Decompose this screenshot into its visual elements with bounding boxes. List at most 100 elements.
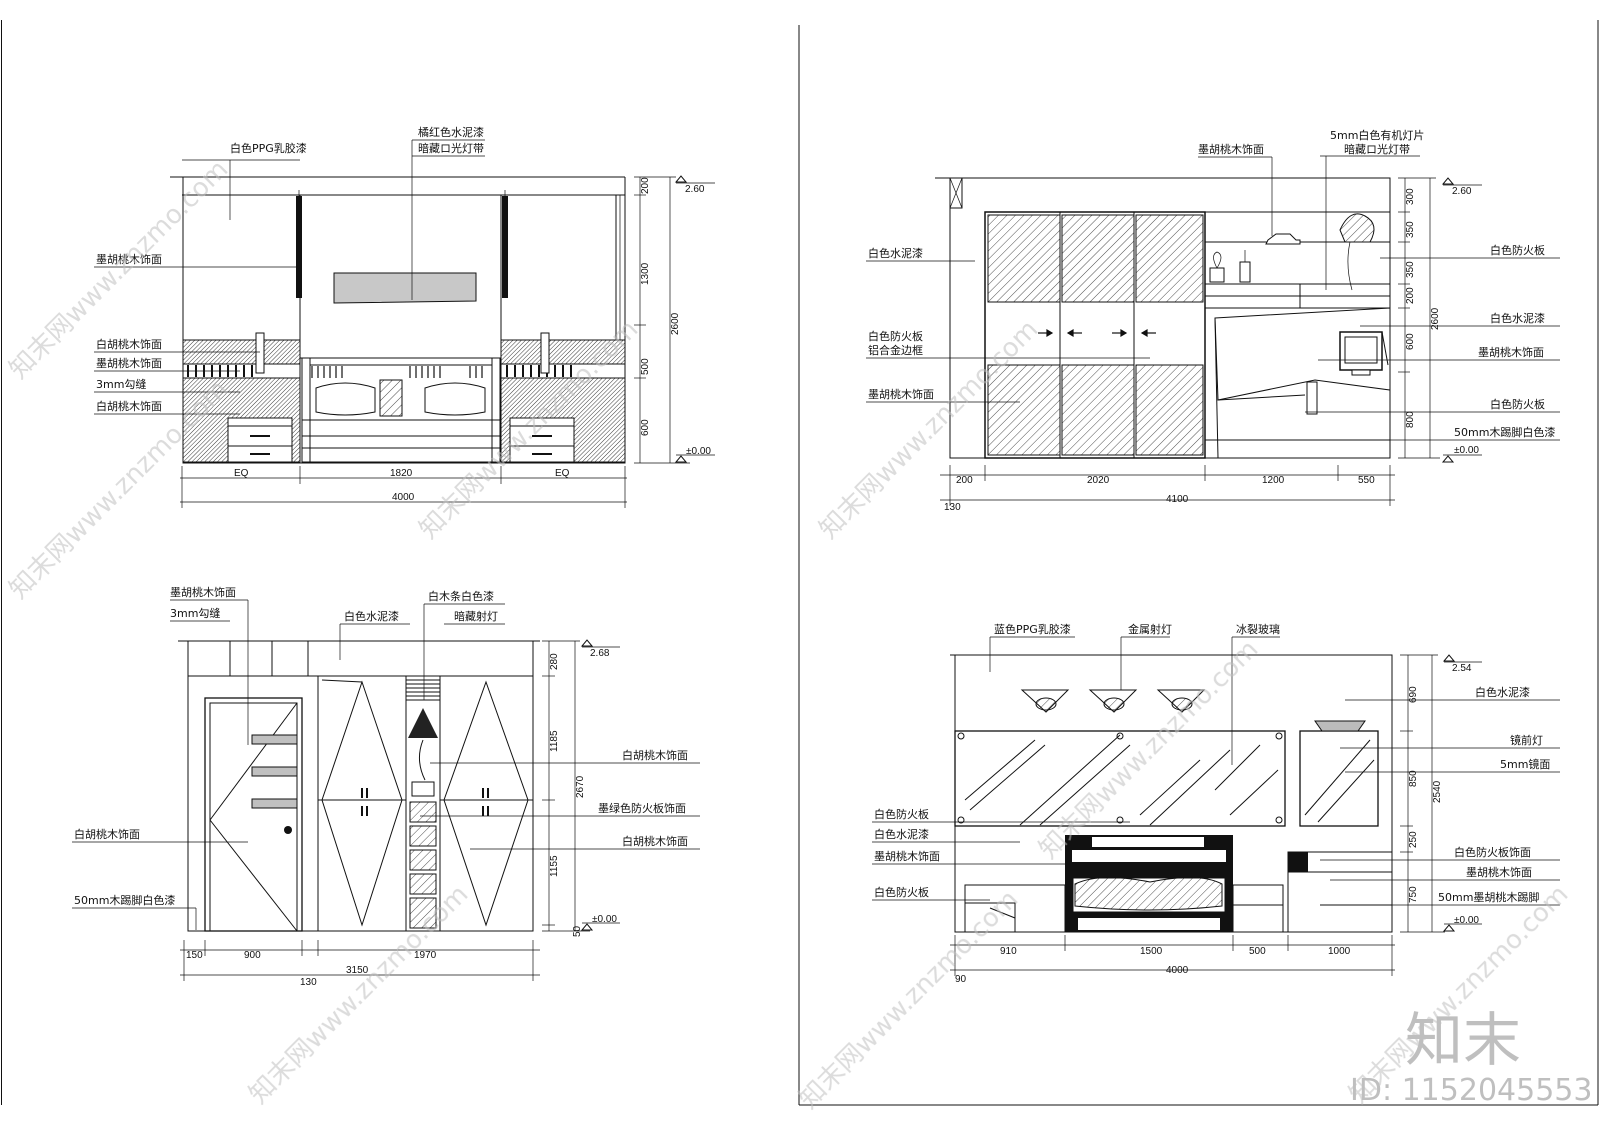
dim-p3-130: 130 xyxy=(300,977,317,988)
level-p2-bottom: ±0.00 xyxy=(1454,445,1479,456)
label-orange-cement-paint: 橘红色水泥漆 xyxy=(418,125,484,139)
label-aluminum-frame: 铝合金边框 xyxy=(868,343,923,357)
label-white-ppg-latex: 白色PPG乳胶漆 xyxy=(230,141,307,155)
door xyxy=(204,697,303,932)
dim-p4-b-500: 500 xyxy=(1249,946,1266,957)
dim-p4-b-1500: 1500 xyxy=(1140,946,1163,957)
label-dark-green-fireboard: 墨绿色防火板饰面 xyxy=(598,801,686,815)
label-p3-white-walnut-r2: 白胡桃木饰面 xyxy=(622,834,688,848)
dim-600: 600 xyxy=(640,419,651,436)
label-p2-walnut-left: 墨胡桃木饰面 xyxy=(868,387,934,401)
dim-p3-1155: 1155 xyxy=(549,855,560,877)
label-p3-white-walnut-left: 白胡桃木饰面 xyxy=(74,827,140,841)
dim-p3-b-1970: 1970 xyxy=(414,950,437,961)
label-p3-walnut-top: 墨胡桃木饰面 xyxy=(170,585,236,599)
panel-3-door-cabinet-elevation: 墨胡桃木饰面 3mm勾缝 白色水泥漆 白木条白色漆 暗藏射灯 白胡桃木饰面 50… xyxy=(72,585,700,988)
dim-p4-250: 250 xyxy=(1408,831,1419,848)
table-lamp xyxy=(408,708,438,738)
pendant-lamp-right xyxy=(502,196,508,298)
cabinet-left xyxy=(317,675,407,932)
dim-p4-2540: 2540 xyxy=(1432,780,1443,803)
label-walnut-veneer-1: 墨胡桃木饰面 xyxy=(96,252,162,266)
dim-p2-350a: 350 xyxy=(1405,221,1416,238)
label-5mm-acrylic: 5mm白色有机灯片 xyxy=(1330,128,1424,142)
label-p4-fireboard-veneer: 白色防火板饰面 xyxy=(1454,845,1531,859)
label-p4-cement-r: 白色水泥漆 xyxy=(1475,685,1530,699)
dim-p3-total: 3150 xyxy=(346,965,369,976)
mirror-lamp xyxy=(1314,720,1366,732)
label-p4-fireboard-2: 白色防火板 xyxy=(874,885,929,899)
dim-p3-2670: 2670 xyxy=(575,775,586,798)
label-5mm-mirror: 5mm镜面 xyxy=(1500,757,1550,771)
dim-p2-b-1200: 1200 xyxy=(1262,475,1285,486)
dim-p2-600: 600 xyxy=(1405,333,1416,350)
label-blue-ppg-latex: 蓝色PPG乳胶漆 xyxy=(994,622,1071,636)
label-p3-skirting: 50mm木踢脚白色漆 xyxy=(74,893,175,907)
watermark-text-7: 知末网www.znzmo.com xyxy=(794,884,1025,1115)
dim-1820: 1820 xyxy=(390,468,413,479)
label-p2-skirting: 50mm木踢脚白色漆 xyxy=(1454,425,1555,439)
dim-total-4000: 4000 xyxy=(392,492,415,503)
pillow-left xyxy=(315,382,376,416)
dim-p4-b-910: 910 xyxy=(1000,946,1017,957)
watermark-id: ID: 1152045553 xyxy=(1350,1073,1592,1108)
pendant-lamp-left xyxy=(296,196,302,298)
label-p4-white-cement: 白色水泥漆 xyxy=(874,827,929,841)
dim-p4-90: 90 xyxy=(955,974,967,985)
dim-500: 500 xyxy=(640,358,651,375)
dim-eq-right: EQ xyxy=(555,468,570,479)
level-2-60: 2.60 xyxy=(685,184,705,195)
metal-spotlights xyxy=(1020,689,1206,713)
dim-p3-b-900: 900 xyxy=(244,950,261,961)
panel-2-wardrobe-elevation: 墨胡桃木饰面 5mm白色有机灯片 暗藏ロ光灯带 白色水泥漆 白色防火板 铝合金边… xyxy=(866,128,1560,513)
dim-p4-690: 690 xyxy=(1408,686,1419,703)
dim-2600: 2600 xyxy=(670,312,681,335)
dim-p4-b-1000: 1000 xyxy=(1328,946,1351,957)
pillow-right xyxy=(424,382,486,416)
dim-p2-300: 300 xyxy=(1405,188,1416,205)
label-p2-walnut-top: 墨胡桃木饰面 xyxy=(1198,142,1264,156)
dim-p3-50: 50 xyxy=(572,925,583,937)
label-p4-walnut: 墨胡桃木饰面 xyxy=(874,849,940,863)
light-strip xyxy=(333,272,477,304)
dim-p2-total: 4100 xyxy=(1166,494,1189,505)
dim-p3-1185: 1185 xyxy=(549,730,560,752)
label-p3-white-walnut-r1: 白胡桃木饰面 xyxy=(622,748,688,762)
label-white-walnut-2: 白胡桃木饰面 xyxy=(96,399,162,413)
dim-p2-350b: 350 xyxy=(1405,261,1416,278)
label-p4-walnut-skirting: 50mm墨胡桃木踢脚 xyxy=(1438,890,1539,904)
label-hidden-spotlight: 暗藏射灯 xyxy=(454,609,498,623)
panel-4-tv-wall-elevation: 蓝色PPG乳胶漆 金属射灯 冰裂玻璃 白色防火板 白色水泥漆 墨胡桃木饰面 白色… xyxy=(872,622,1560,985)
level-p3-top: 2.68 xyxy=(590,648,610,659)
car-model xyxy=(1265,233,1301,245)
label-walnut-veneer-2: 墨胡桃木饰面 xyxy=(96,356,162,370)
cabinet-right xyxy=(439,675,534,932)
label-mirror-lamp: 镜前灯 xyxy=(1510,733,1543,747)
dim-p2-2600: 2600 xyxy=(1430,307,1441,330)
panel-1-bed-elevation: 白色PPG乳胶漆 橘红色水泥漆 暗藏ロ光灯带 墨胡桃木饰面 白胡桃木饰面 墨胡桃… xyxy=(94,125,715,508)
label-p2-hidden-strip: 暗藏ロ光灯带 xyxy=(1344,142,1410,156)
label-white-wood-strip: 白木条白色漆 xyxy=(428,589,494,603)
label-white-walnut-1: 白胡桃木饰面 xyxy=(96,337,162,351)
dim-p4-750: 750 xyxy=(1408,886,1419,903)
label-p4-fireboard-1: 白色防火板 xyxy=(874,807,929,821)
ice-crack-glass xyxy=(954,730,1286,827)
label-p4-walnut-r: 墨胡桃木饰面 xyxy=(1466,865,1532,879)
level-p4-top: 2.54 xyxy=(1452,663,1472,674)
dim-p3-280: 280 xyxy=(549,653,560,670)
label-p2-white-fireboard: 白色防火板 xyxy=(868,329,923,343)
label-hidden-light-strip: 暗藏ロ光灯带 xyxy=(418,141,484,155)
dim-p2-b-550: 550 xyxy=(1358,475,1375,486)
label-p2-fireboard-r1: 白色防火板 xyxy=(1490,243,1545,257)
plant-pot xyxy=(1339,213,1375,243)
mirror xyxy=(1299,730,1379,827)
dim-eq-left: EQ xyxy=(234,468,249,479)
dim-p2-200: 200 xyxy=(1405,287,1416,304)
watermarks: 知末网www.znzmo.com 知末网www.znzmo.com 知末网www… xyxy=(4,154,1575,1115)
watermark-logo: 知末 xyxy=(1405,1006,1521,1074)
dim-p2-b-200: 200 xyxy=(956,475,973,486)
level-p4-bottom: ±0.00 xyxy=(1454,915,1479,926)
level-0-00: ±0.00 xyxy=(686,446,711,457)
nightstand-left xyxy=(227,417,293,463)
